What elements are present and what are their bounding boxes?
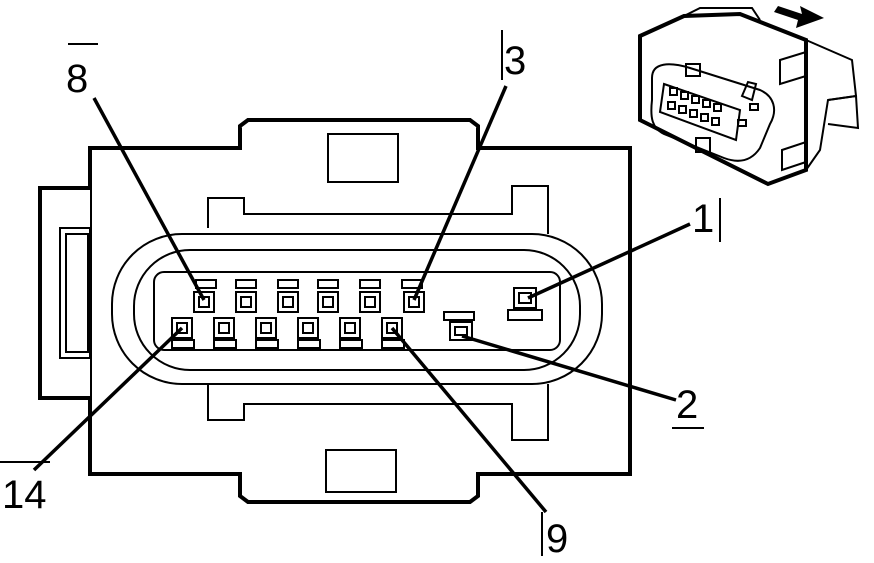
pin-cavity-7 <box>235 279 257 313</box>
pin-cavity-2 <box>443 311 475 341</box>
thumbnail-pins <box>667 87 759 127</box>
pin-cavity-1 <box>507 287 543 321</box>
pin-cavity-13 <box>213 317 237 349</box>
leader-line-9 <box>390 326 548 514</box>
top-window <box>327 133 399 183</box>
pin-cavity-5 <box>317 279 339 313</box>
pin-label-2: 2 <box>676 383 698 427</box>
leader-line-1 <box>527 222 691 300</box>
pin-cavity-10 <box>339 317 363 349</box>
bottom-window <box>325 449 397 493</box>
pin-label-14: 14 <box>2 473 47 517</box>
pin-label-9: 9 <box>546 517 568 561</box>
pin-cavity-11 <box>297 317 321 349</box>
mating-face <box>111 233 603 385</box>
leader-line-14 <box>32 326 184 472</box>
pin-cavity-4 <box>359 279 381 313</box>
pin-label-group: 8 3 1 2 9 14 <box>0 30 721 561</box>
connector-isometric-view <box>638 7 860 187</box>
pin-cavity-6 <box>277 279 299 313</box>
pin-cavity-12 <box>255 317 279 349</box>
leader-line-3 <box>412 85 508 301</box>
lower-pin-row <box>171 311 475 349</box>
leader-line-2 <box>461 334 677 402</box>
pin-label-1: 1 <box>692 197 714 241</box>
leader-lines <box>32 85 691 514</box>
pin-cavity-14 <box>171 317 195 349</box>
upper-pin-row <box>193 279 543 321</box>
arrow-right-icon <box>774 6 824 28</box>
leader-line-8 <box>92 97 206 301</box>
pin-label-3: 3 <box>504 39 526 83</box>
pin-label-8: 8 <box>66 57 88 101</box>
